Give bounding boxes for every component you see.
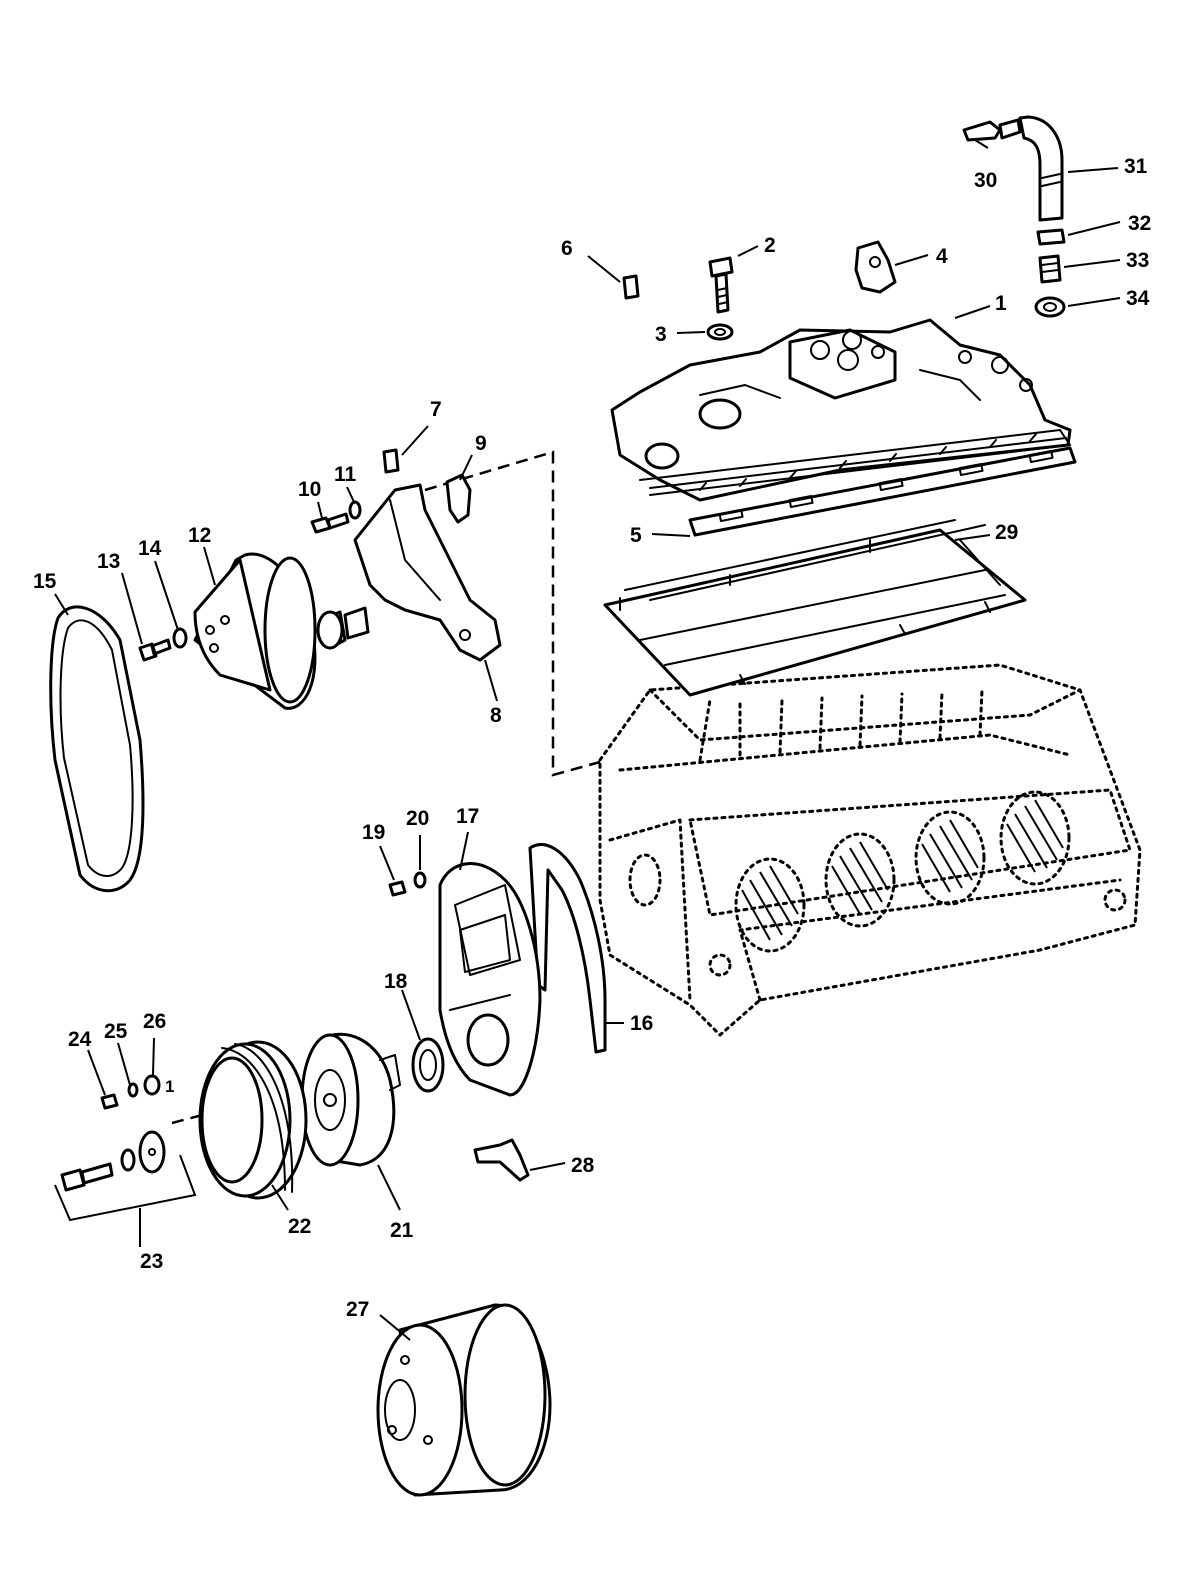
- intake-manifold: [610, 318, 1072, 502]
- manifold-bolt: [708, 256, 734, 314]
- callout-1: 1: [995, 292, 1007, 315]
- callout-24: 24: [68, 1028, 92, 1051]
- callout-3: 3: [655, 323, 667, 346]
- water-pump-pulley: [193, 552, 317, 710]
- pulley-washer: [172, 627, 188, 649]
- callout-11: 11: [334, 463, 357, 486]
- callout-6: 6: [561, 237, 573, 260]
- callout-22: 22: [288, 1215, 311, 1238]
- engine-block: [598, 663, 1142, 1037]
- timing-cover-gasket: [528, 843, 607, 1054]
- callout-17: 17: [456, 805, 479, 828]
- crankshaft-pulley: [198, 1040, 308, 1200]
- lock-washer: [348, 500, 362, 520]
- pulley-mounting-bolt: [100, 1093, 119, 1110]
- balancer-bolt-kit: [54, 1130, 197, 1222]
- callout-18: 18: [384, 970, 408, 993]
- water-pump-bolt: [310, 512, 350, 534]
- callout-33: 33: [1126, 249, 1149, 272]
- callout-25: 25: [104, 1020, 128, 1043]
- timing-cover: [438, 862, 542, 1097]
- alternate-pulley: [376, 1303, 552, 1497]
- callout-12: 12: [188, 524, 211, 547]
- callout-28: 28: [571, 1154, 595, 1177]
- callout-32: 32: [1128, 212, 1151, 235]
- pipe-plug: [382, 448, 400, 474]
- drive-belt: [49, 605, 145, 893]
- callout-30: 30: [974, 169, 997, 192]
- callout-29: 29: [995, 521, 1018, 544]
- callout-9: 9: [475, 432, 487, 455]
- pulley-lock-washer: [127, 1082, 139, 1098]
- callout-15: 15: [33, 570, 57, 593]
- callout-23: 23: [140, 1250, 163, 1273]
- callout-13: 13: [97, 550, 120, 573]
- callout-19: 19: [362, 821, 385, 844]
- timing-pointer-bracket: [473, 1138, 530, 1182]
- flat-washer: [706, 323, 734, 341]
- crankshaft-seal: [411, 1037, 445, 1093]
- leader-lines: [54, 139, 1121, 1341]
- water-pump: [316, 483, 502, 662]
- callout-7: 7: [430, 398, 442, 421]
- callout-5: 5: [630, 524, 642, 547]
- callout-8: 8: [490, 704, 502, 727]
- callout-10: 10: [298, 478, 321, 501]
- callout-26: 26: [143, 1010, 166, 1033]
- pulley-bolt: [138, 638, 172, 662]
- hose-assembly: [962, 115, 1066, 318]
- manifold-gasket: [688, 446, 1077, 537]
- callout-labels: 1 2 3 4 5 6 7 8 9 10 11 12 13 14 15 16 1…: [33, 155, 1151, 1321]
- callout-31: 31: [1124, 155, 1148, 178]
- plug: [622, 274, 640, 300]
- timing-cover-bolt: [388, 880, 407, 897]
- callout-16: 16: [630, 1012, 653, 1035]
- timing-cover-washer: [413, 871, 427, 889]
- callout-21: 21: [390, 1219, 414, 1242]
- callout-14: 14: [138, 537, 162, 560]
- callout-4: 4: [936, 245, 948, 268]
- assembly-guide-line: [424, 450, 601, 777]
- callout-27: 27: [346, 1298, 369, 1321]
- callout-34: 34: [1126, 287, 1150, 310]
- water-pump-gasket: [445, 473, 472, 524]
- callout-20: 20: [406, 807, 429, 830]
- callout-2: 2: [764, 234, 776, 257]
- valley-cover: [603, 519, 1027, 697]
- callout-bolt-pointer: 1: [165, 1077, 174, 1096]
- harmonic-balancer: [300, 1032, 401, 1167]
- pulley-flat-washer: [143, 1074, 161, 1096]
